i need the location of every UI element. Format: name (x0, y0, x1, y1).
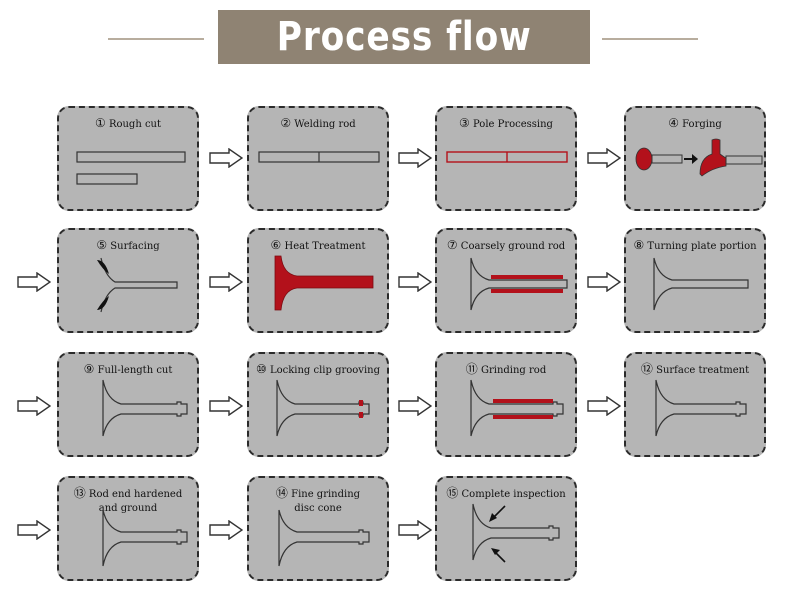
step-label-10: ⑩ Locking clip grooving (256, 362, 380, 376)
arrow-right-icon (17, 396, 51, 416)
step-label-2: ② Welding rod (280, 116, 356, 130)
arrow-right-icon (398, 520, 432, 540)
step-card-15: ⑮ Complete inspection (435, 476, 577, 581)
arrow-right-icon (17, 520, 51, 540)
step-card-12: ⑫ Surface treatment (624, 352, 766, 457)
arrow-right-icon (398, 272, 432, 292)
title-divider-left (108, 38, 204, 40)
arrow-right-icon (17, 272, 51, 292)
step-card-4: ④ Forging (624, 106, 766, 211)
surface-treatment-illustration (655, 379, 747, 437)
step-card-7: ⑦ Coarsely ground rod (435, 228, 577, 333)
step-label-6: ⑥ Heat Treatment (270, 238, 366, 252)
step-card-1: ① Rough cut (57, 106, 199, 211)
step-card-9: ⑨ Full-length cut (57, 352, 199, 457)
step-label-11: ⑪ Grinding rod (465, 362, 547, 376)
header: Process flow (0, 0, 800, 70)
step-card-5: ⑤ Surfacing (57, 228, 199, 333)
step-label-9: ⑨ Full-length cut (83, 362, 173, 376)
step-card-14: ⑭ Fine grinding disc cone (247, 476, 389, 581)
step-label-7: ⑦ Coarsely ground rod (446, 238, 566, 252)
arrow-right-icon (209, 148, 243, 168)
arrow-right-icon (587, 396, 621, 416)
page-title: Process flow (276, 14, 532, 60)
step-label-12: ⑫ Surface treatment (640, 362, 750, 376)
surfacing-illustration (97, 257, 178, 313)
forging-illustration (635, 138, 763, 177)
step-label-1: ① Rough cut (94, 116, 162, 130)
fine-grinding-disc-cone-illustration (278, 509, 370, 567)
rough-cut-illustration (76, 151, 186, 185)
step-card-10: ⑩ Locking clip grooving (247, 352, 389, 457)
step-card-13: ⑬ Rod end hardened and ground (57, 476, 199, 581)
title-banner: Process flow (218, 10, 590, 64)
step-card-2: ② Welding rod (247, 106, 389, 211)
step-label-4: ④ Forging (668, 116, 722, 130)
step-label-3: ③ Pole Processing (459, 116, 553, 130)
step-card-3: ③ Pole Processing (435, 106, 577, 211)
arrow-right-icon (209, 520, 243, 540)
heat-treatment-illustration (274, 255, 374, 311)
arrow-right-icon (209, 272, 243, 292)
arrow-right-icon (587, 148, 621, 168)
coarsely-ground-rod-illustration (470, 257, 568, 311)
welding-rod-illustration (258, 151, 380, 163)
turning-plate-portion-illustration (653, 257, 749, 311)
complete-inspection-illustration (472, 503, 560, 563)
arrow-right-icon (398, 148, 432, 168)
step-card-6: ⑥ Heat Treatment (247, 228, 389, 333)
arrow-right-icon (587, 272, 621, 292)
arrow-right-icon (398, 396, 432, 416)
rod-end-hardened-illustration (102, 509, 188, 567)
step-label-8: ⑧ Turning plate portion (633, 238, 757, 252)
step-card-11: ⑪ Grinding rod (435, 352, 577, 457)
pole-processing-illustration (446, 151, 568, 163)
step-label-14: ⑭ Fine grinding disc cone (275, 486, 361, 514)
step-label-15: ⑮ Complete inspection (446, 486, 566, 500)
title-divider-right (602, 38, 698, 40)
step-label-5: ⑤ Surfacing (96, 238, 160, 252)
arrow-right-icon (209, 396, 243, 416)
step-card-8: ⑧ Turning plate portion (624, 228, 766, 333)
grinding-rod-illustration (470, 379, 564, 437)
locking-clip-grooving-illustration (276, 379, 370, 437)
full-length-cut-illustration (102, 379, 188, 437)
step-label-13: ⑬ Rod end hardened and ground (73, 486, 183, 514)
